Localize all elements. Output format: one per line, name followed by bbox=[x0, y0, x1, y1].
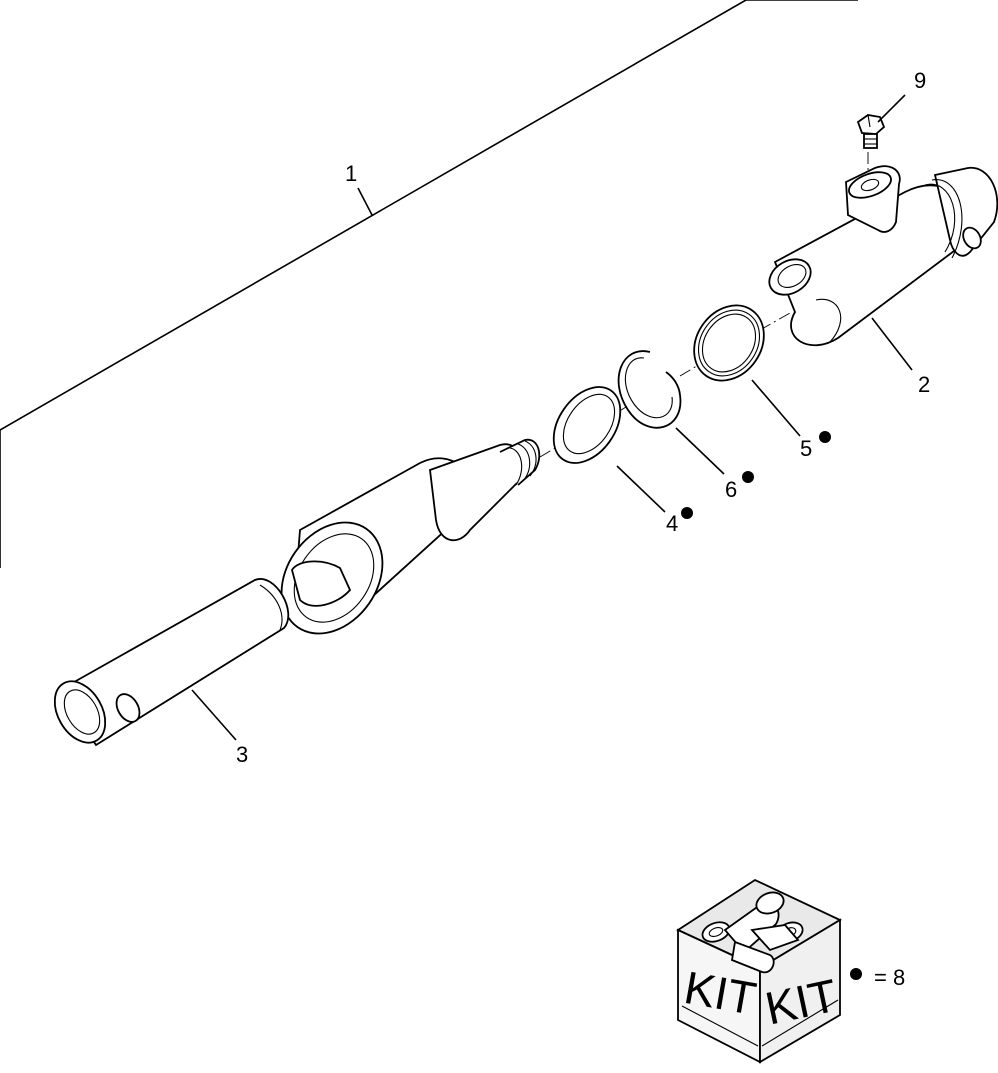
callout-1: 1 bbox=[345, 161, 357, 186]
callout-labels: 1 2 3 4 5 6 9 bbox=[236, 68, 930, 767]
seal-ring-part bbox=[693, 304, 765, 382]
callout-3: 3 bbox=[236, 742, 248, 767]
cylinder-barrel-part bbox=[768, 165, 998, 347]
kit-legend-text: = 8 bbox=[874, 965, 905, 990]
callout-2: 2 bbox=[918, 372, 930, 397]
assembly-bracket bbox=[0, 0, 858, 568]
leader-lines bbox=[191, 94, 913, 741]
kit-box-icon: KIT KIT bbox=[676, 878, 842, 1064]
kit-label-left: KIT bbox=[680, 961, 760, 1025]
snap-ring-part bbox=[617, 350, 682, 429]
kit-marker-6 bbox=[742, 471, 754, 483]
kit-fittings bbox=[701, 891, 804, 974]
wiper-ring-part bbox=[552, 386, 622, 464]
fitting-part bbox=[856, 114, 886, 149]
piston-rod-part bbox=[280, 438, 541, 635]
kit-legend: = 8 bbox=[850, 965, 905, 990]
kit-legend-marker bbox=[850, 968, 862, 980]
kit-marker-4 bbox=[681, 507, 693, 519]
rod-part bbox=[53, 578, 290, 747]
callout-4: 4 bbox=[666, 511, 678, 536]
callout-9: 9 bbox=[914, 68, 926, 93]
kit-markers bbox=[681, 431, 831, 519]
kit-marker-5 bbox=[819, 431, 831, 443]
callout-5: 5 bbox=[800, 436, 812, 461]
callout-6: 6 bbox=[725, 477, 737, 502]
